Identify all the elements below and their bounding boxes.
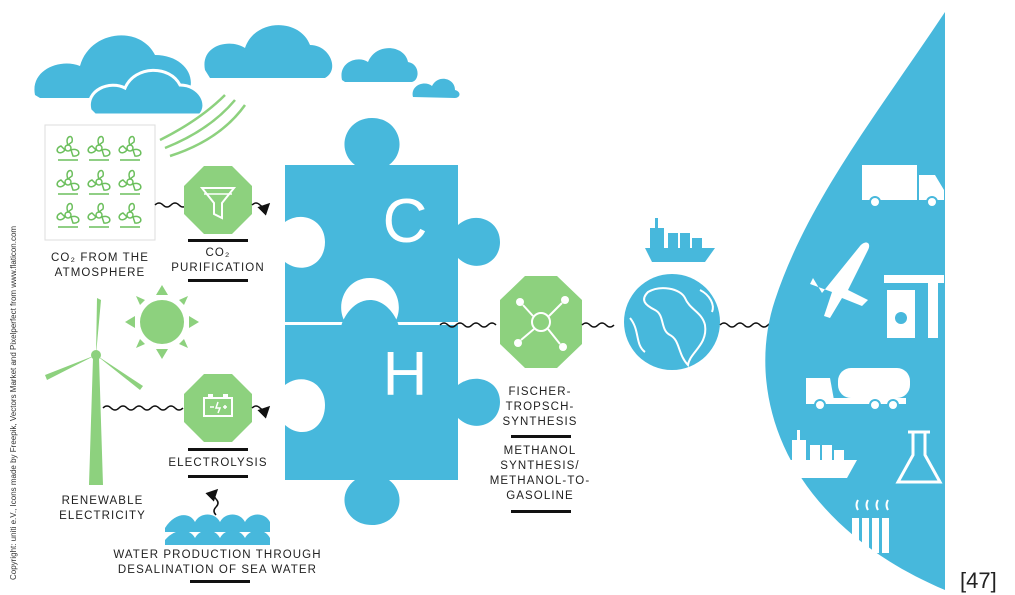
copyright-text: Copyright: uniti e.V., Icons made by Fre… xyxy=(9,225,18,580)
label-electrolysis: ELECTROLYSIS xyxy=(158,456,278,471)
label-methanol: METHANOL SYNTHESIS/ METHANOL-TO- GASOLIN… xyxy=(485,444,595,504)
label-line: RENEWABLE xyxy=(61,495,144,507)
label-fischer-tropsch: FISCHER- TROPSCH- SYNTHESIS xyxy=(490,385,590,430)
divider-rule xyxy=(188,448,248,451)
label-line: METHANOL xyxy=(503,445,577,457)
cloud-icon xyxy=(204,25,333,78)
cloud-icon xyxy=(341,48,418,82)
radiator-icon xyxy=(852,499,889,553)
label-co2-purification: CO₂ PURIFICATION xyxy=(158,246,278,276)
puzzle-letter-h: H xyxy=(383,340,428,409)
flow-line xyxy=(439,322,497,328)
label-co2-atmosphere: CO₂ FROM THE ATMOSPHERE xyxy=(40,251,160,281)
cloud-icon xyxy=(412,78,460,98)
fan-array xyxy=(44,124,156,241)
label-line: PURIFICATION xyxy=(171,262,265,274)
globe-icon xyxy=(624,274,720,370)
wind-streaks xyxy=(159,94,247,158)
flow-arrow xyxy=(251,202,271,216)
divider-rule xyxy=(511,435,571,438)
flask-icon xyxy=(895,430,943,484)
label-line: METHANOL-TO- xyxy=(489,475,591,487)
label-line: CO₂ FROM THE xyxy=(51,252,149,264)
waves-icon xyxy=(165,514,270,545)
reference-number: [47] xyxy=(960,568,997,593)
wind-turbine-icon xyxy=(45,298,143,485)
label-line: DESALINATION OF SEA WATER xyxy=(117,564,318,576)
flow-line xyxy=(581,322,615,328)
label-water-production: WATER PRODUCTION THROUGH DESALINATION OF… xyxy=(100,548,335,578)
cloud-icon xyxy=(34,35,206,117)
divider-rule xyxy=(511,510,571,513)
label-line: ELECTROLYSIS xyxy=(168,457,268,469)
fuel-pump-icon xyxy=(884,275,944,338)
tanker-truck-icon xyxy=(806,368,910,411)
label-line: WATER PRODUCTION THROUGH xyxy=(113,549,322,561)
airplane-icon xyxy=(810,242,870,318)
puzzle-piece-c xyxy=(285,118,500,322)
ship-icon xyxy=(788,430,857,478)
puzzle-letter-c: C xyxy=(383,187,428,256)
divider-rule xyxy=(190,580,250,583)
label-line: ATMOSPHERE xyxy=(54,267,146,279)
ship-icon xyxy=(645,218,715,262)
divider-rule xyxy=(188,279,248,282)
truck-icon xyxy=(862,165,944,208)
flow-line xyxy=(102,405,184,411)
funnel-icon xyxy=(184,166,252,234)
flow-arrow xyxy=(205,488,219,516)
label-line: GASOLINE xyxy=(506,490,574,502)
sun-icon xyxy=(125,285,199,359)
divider-rule xyxy=(188,239,248,242)
label-renewable-electricity: RENEWABLE ELECTRICITY xyxy=(45,494,160,524)
puzzle-piece-h xyxy=(285,300,500,525)
molecule-icon xyxy=(500,276,582,368)
label-line: ELECTRICITY xyxy=(59,510,146,522)
label-line: SYNTHESIS xyxy=(502,416,578,428)
divider-rule xyxy=(188,475,248,478)
flow-arrow xyxy=(251,405,271,419)
label-line: SYNTHESIS/ xyxy=(500,460,580,472)
label-line: FISCHER- xyxy=(508,386,572,398)
label-line: CO₂ xyxy=(205,247,231,259)
label-line: TROPSCH- xyxy=(505,401,575,413)
battery-icon xyxy=(184,374,252,442)
